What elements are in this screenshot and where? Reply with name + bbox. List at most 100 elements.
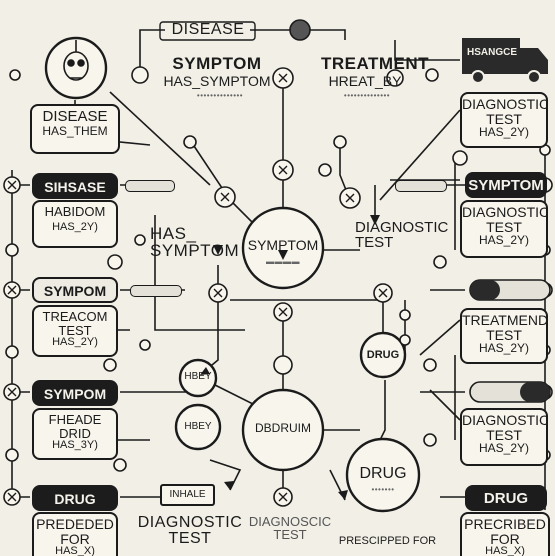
x-mark-icon	[278, 307, 288, 317]
treacom-subtitle: TEST	[58, 322, 92, 338]
sympom-pill-2: SYMPOM	[32, 380, 118, 406]
sympom-pill-1: SYMPOM	[32, 277, 118, 303]
x-mark-icon	[345, 193, 355, 203]
header-node-dot	[289, 19, 311, 41]
junction-node	[273, 355, 293, 375]
fheade-box: FHEADE DRID HAS_3Y)	[32, 408, 118, 460]
connector-line	[12, 184, 30, 498]
predeled-box: PREDEDED FOR HAS_X)	[32, 512, 118, 556]
connector-line	[394, 40, 460, 61]
top-scribble-text: ••••••••••••••	[196, 91, 244, 100]
disease-box: DISEASE HAS_THEM	[30, 104, 120, 154]
bottom-diagnostic-label: DIAGNOSTIC TEST	[135, 514, 245, 548]
diagnostic-test: TEST	[486, 110, 522, 127]
diagnostic-test: TEST	[486, 218, 522, 235]
habidom-title: HABIDOM	[44, 204, 106, 219]
diagnostic-relation: HAS_2Y)	[478, 233, 530, 248]
hbey-node-circle	[174, 403, 222, 451]
connector-line	[199, 265, 219, 376]
sihsase-pill: SIHSASE	[32, 173, 118, 199]
lower-center-node-circle	[241, 388, 325, 472]
x-mark-icon	[220, 192, 230, 202]
connector-line	[154, 215, 245, 331]
right-symptom-pill: SYMPTOM	[465, 172, 547, 198]
center-scribble: ▬▬▬▬	[266, 257, 300, 266]
connector-line	[189, 139, 256, 226]
junction-node	[134, 234, 146, 246]
x-mark-icon	[7, 387, 17, 397]
junction-node	[399, 309, 411, 321]
precribed-relation: HAS_X)	[485, 545, 525, 556]
precribed-subtitle: FOR	[490, 530, 520, 547]
connector-line	[139, 29, 165, 75]
predeled-subtitle: FOR	[60, 530, 90, 547]
x-mark-icon	[378, 288, 388, 298]
disease-box-title: DISEASE	[42, 108, 108, 125]
diagnostic-title: DIAGNOSTIC	[462, 204, 548, 220]
center-node-circle	[241, 206, 325, 290]
treacom-box: TREACOM TEST HAS_2Y)	[32, 305, 118, 357]
junction-node	[107, 254, 123, 270]
predeled-title: PREDEDED	[36, 516, 114, 532]
drug-small-circle	[359, 331, 407, 379]
x-mark-icon	[7, 180, 17, 190]
skull-node-circle	[44, 36, 108, 100]
junction-node	[425, 68, 439, 82]
fheade-relation: HAS_3Y)	[52, 439, 98, 452]
diagnostic-title: DIAGNOSTIC	[462, 412, 548, 428]
right-diagnostic-box-1: DIAGNOSTIC TEST HAS_2Y)	[460, 92, 548, 148]
junction-node	[113, 458, 127, 472]
diagnostic-title: DIAGNOSTIC	[462, 96, 548, 112]
bottom-diagnostic-title: DIAGNOSTIC	[137, 514, 243, 531]
side-has-label: HAS_	[150, 224, 197, 243]
right-treatment-box: TREATMEND TEST HAS_2Y)	[460, 308, 548, 364]
treacom-relation: HAS_2Y)	[52, 336, 98, 349]
x-mark-icon	[278, 492, 288, 502]
habidom-relation: HAS_2Y)	[52, 220, 98, 233]
fheade-subtitle: DRID	[59, 425, 91, 441]
junction-node	[183, 135, 197, 149]
right-diagnostic-box-2: DIAGNOSTIC TEST HAS_2Y)	[460, 200, 548, 258]
drug-scribble: •••••••	[371, 485, 395, 494]
inhale-box: INHALE	[160, 484, 215, 506]
x-mark-icon	[7, 492, 17, 502]
junction-node	[399, 334, 411, 346]
connector-pill	[130, 285, 182, 297]
connector-pill	[395, 180, 447, 192]
treatment-test: TEST	[486, 326, 522, 343]
diagnostic-relation: HAS_2Y)	[478, 125, 530, 140]
connector-line	[250, 29, 346, 40]
drug-pill-left: DRUG	[32, 485, 118, 511]
junction-node	[5, 448, 19, 462]
top-hreat-by-label: HREAT_BY	[328, 73, 402, 89]
junction-node	[5, 345, 19, 359]
truck-label: HSANGCE	[466, 47, 517, 58]
junction-node	[131, 66, 149, 84]
top-treatment-label: TREATMENT	[320, 54, 430, 73]
x-mark-icon	[278, 165, 288, 175]
capsule-icon	[469, 381, 551, 403]
connector-pill	[125, 180, 175, 192]
header-disease-label: DISEASE	[171, 21, 245, 38]
bottom-diagnoscic-title: DIAGNOSCIC	[248, 514, 332, 529]
drug-node-circle	[345, 437, 421, 513]
junction-node	[333, 135, 347, 149]
connector-line	[209, 384, 256, 491]
skull-icon	[63, 40, 89, 81]
junction-node	[452, 150, 468, 166]
treatment-relation: HAS_2Y)	[478, 341, 530, 356]
truck-icon	[462, 38, 548, 84]
diagnostic-relation: HAS_2Y)	[478, 441, 530, 456]
junction-node	[386, 69, 404, 87]
right-precribed-box: PRECRIBED FOR HAS_X)	[460, 512, 550, 556]
diagnostic-test: TEST	[486, 426, 522, 443]
precribed-title: PRECRIBED	[464, 516, 546, 532]
disease-header-frame	[159, 21, 256, 41]
treacom-title: TREACOM	[42, 309, 108, 324]
junction-node	[433, 255, 447, 269]
center-symptom-label: SYMPTOM	[247, 237, 319, 253]
arrowheads	[200, 215, 380, 500]
x-mark-icon	[7, 285, 17, 295]
dbdrium-label: DBDRUIM	[255, 421, 311, 435]
